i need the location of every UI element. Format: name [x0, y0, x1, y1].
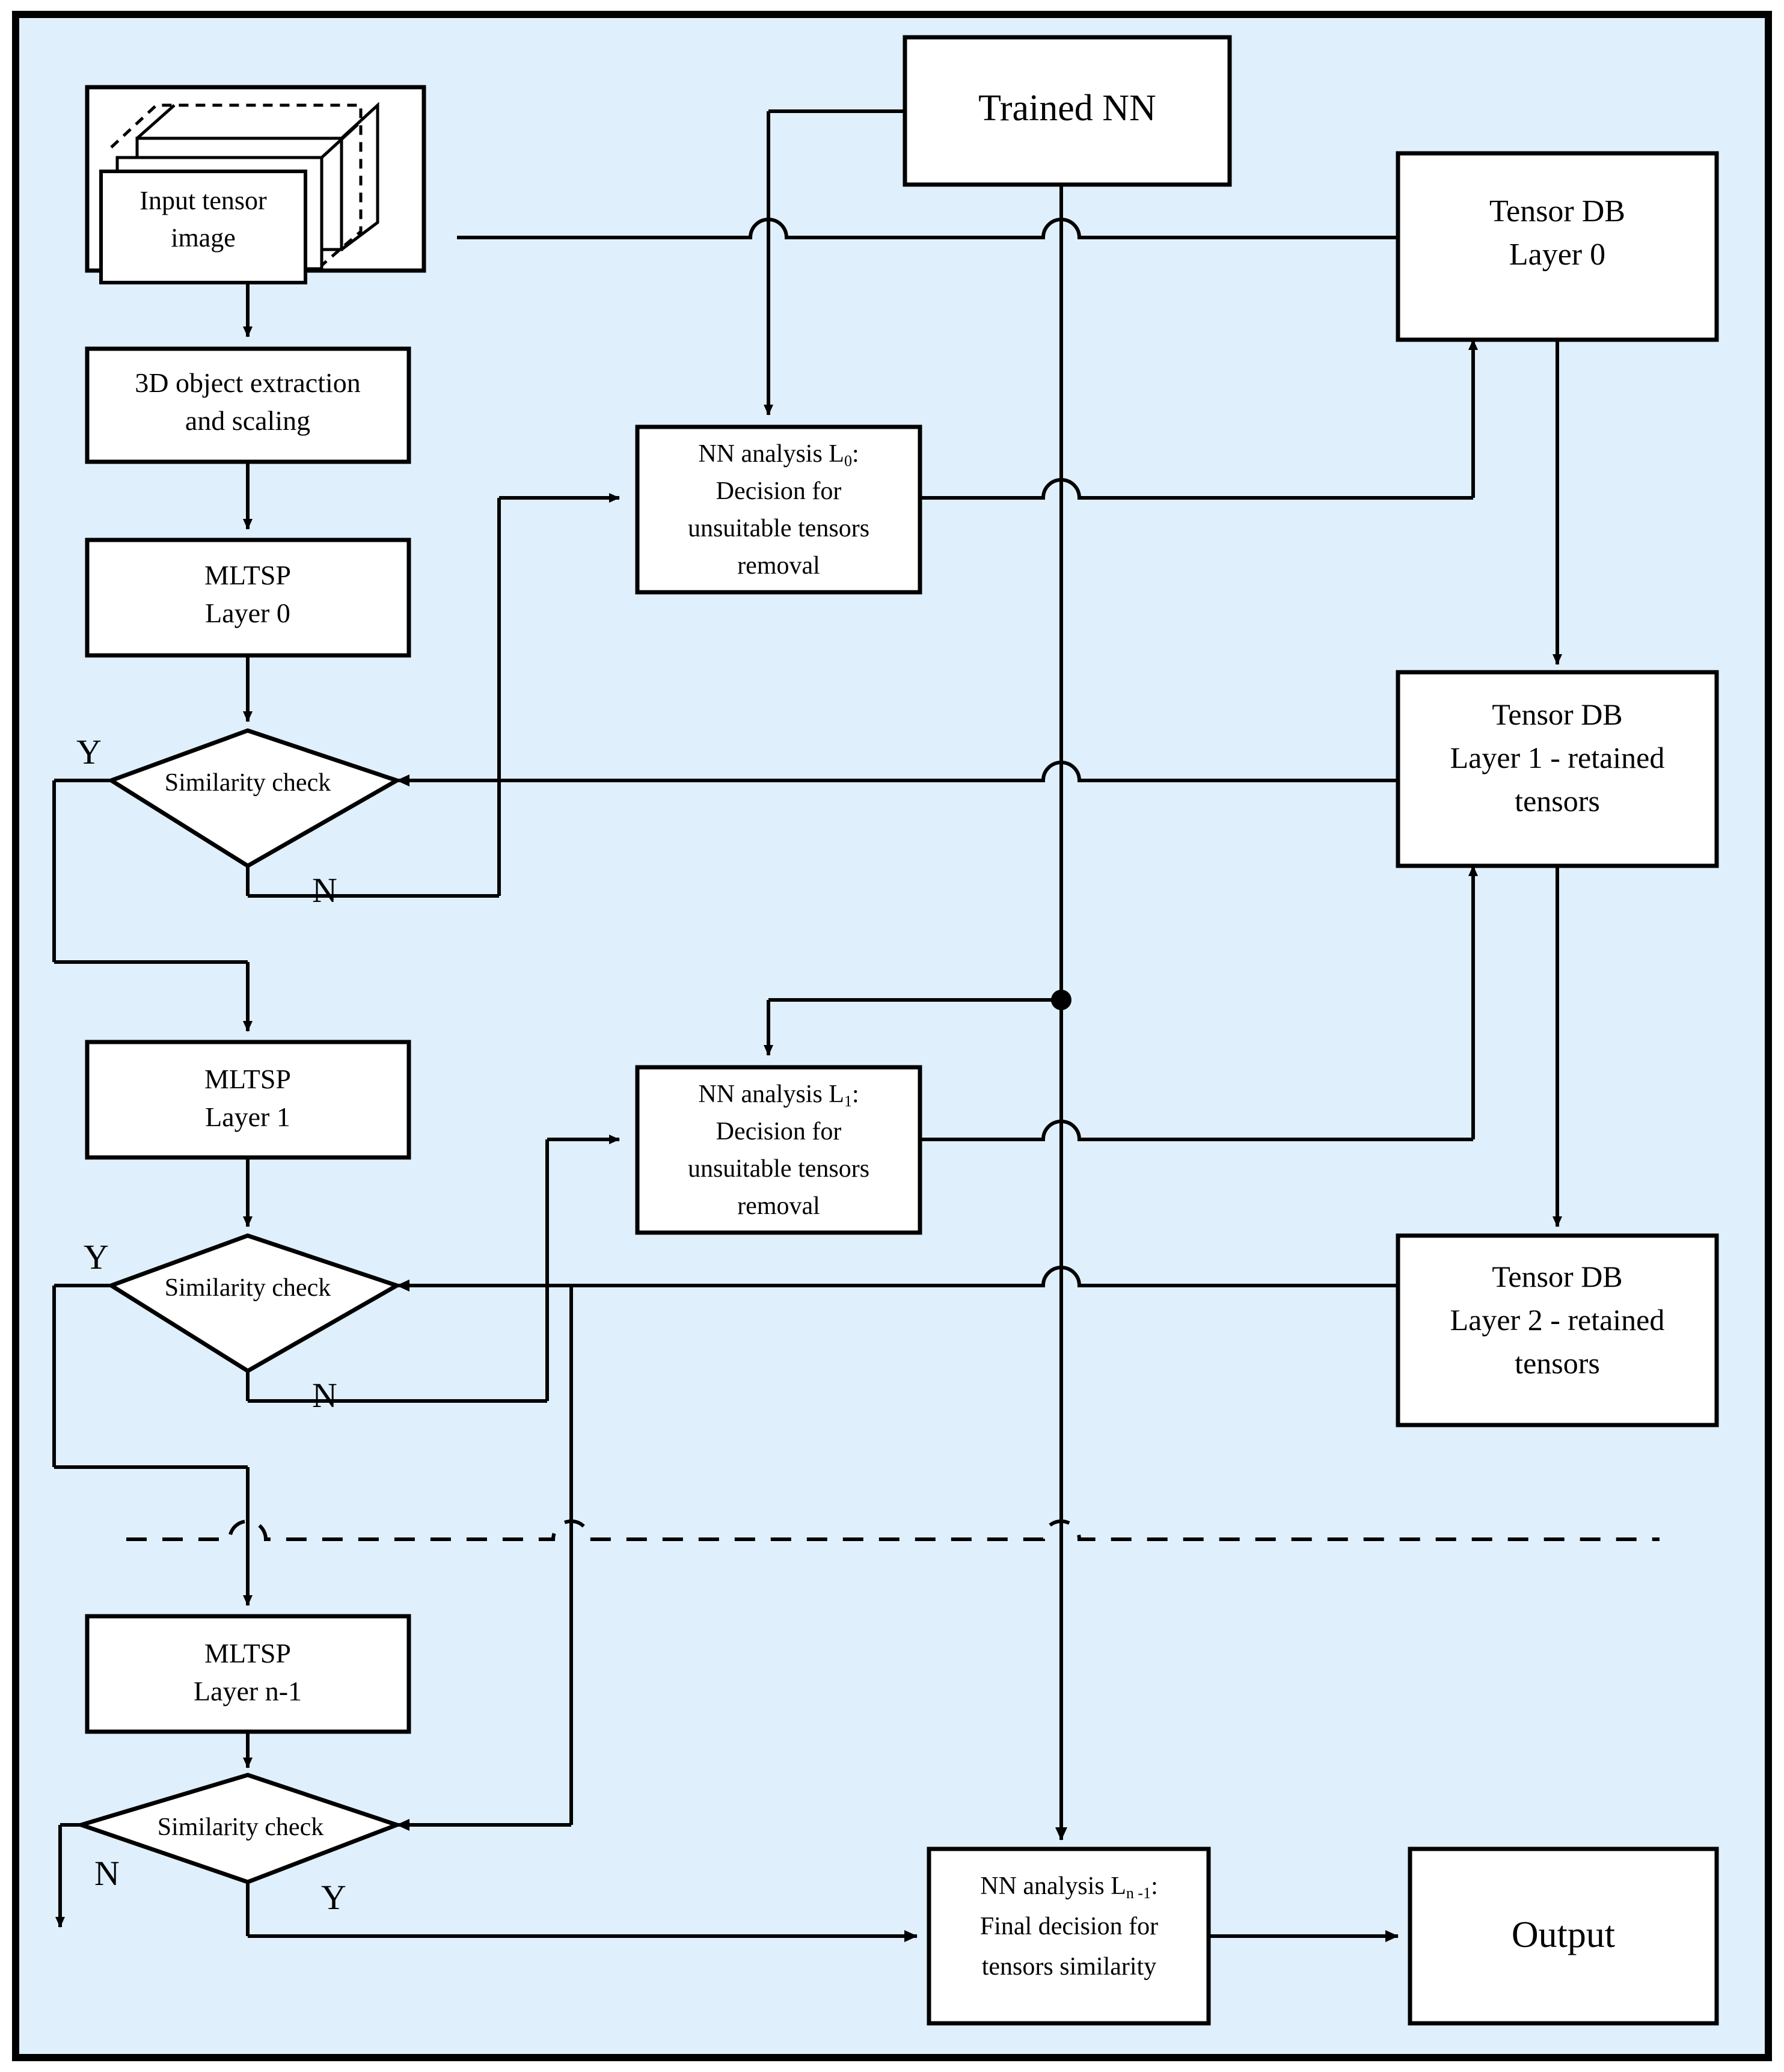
- mltsp0-line1: MLTSP: [204, 560, 291, 590]
- nnln1-line1-main: NN analysis L: [980, 1872, 1126, 1900]
- trained-nn-label: Trained NN: [978, 88, 1156, 129]
- nn1-line4: removal: [737, 1192, 820, 1220]
- mltspn1-line1: MLTSP: [204, 1638, 291, 1669]
- nn1-line2: Decision for: [716, 1118, 842, 1145]
- nnln1-line1-tail: :: [1151, 1872, 1158, 1900]
- nn0-line3: unsuitable tensors: [688, 515, 869, 542]
- object-extraction-line1: 3D object extraction: [135, 367, 361, 398]
- node-tensor-db-layer0[interactable]: Tensor DB Layer 0: [1396, 151, 1719, 342]
- node-similarity-check-n[interactable]: Similarity check: [74, 1773, 403, 1884]
- dashed-continuation-separator: [126, 1519, 1660, 1541]
- node-nn-analysis-l0[interactable]: NN analysis L0: Decision for unsuitable …: [635, 425, 922, 595]
- input-tensor-line2: image: [171, 223, 236, 253]
- object-extraction-line2: and scaling: [185, 405, 310, 436]
- edge-input-to-tensordb0: [457, 218, 1398, 239]
- node-input-tensor-image[interactable]: Input tensor image: [85, 85, 426, 284]
- node-mltsp-layer-n1[interactable]: MLTSP Layer n-1: [85, 1614, 411, 1734]
- similarity-check-0-label: Similarity check: [165, 769, 331, 797]
- tensordb0-line1: Tensor DB: [1489, 194, 1625, 228]
- output-label: Output: [1512, 1914, 1615, 1955]
- edge-label-n1: N: [312, 1376, 337, 1415]
- mltsp1-line2: Layer 1: [205, 1102, 290, 1132]
- node-similarity-check-0[interactable]: Similarity check: [106, 728, 402, 869]
- tensordb1-line3: tensors: [1515, 784, 1600, 818]
- nn1-line1-tail: :: [852, 1080, 859, 1108]
- tensordb0-line2: Layer 0: [1509, 238, 1605, 272]
- similarity-check-n-label: Similarity check: [158, 1813, 323, 1841]
- nn1-line3: unsuitable tensors: [688, 1155, 869, 1183]
- node-nn-analysis-l1[interactable]: NN analysis L1: Decision for unsuitable …: [635, 1065, 922, 1235]
- tensordb2-line3: tensors: [1515, 1346, 1600, 1380]
- input-tensor-line1: Input tensor: [139, 186, 267, 215]
- tensordb1-line1: Tensor DB: [1492, 697, 1622, 731]
- edge-nn0-out: [920, 478, 1473, 500]
- tensordb1-line2: Layer 1 - retained: [1450, 741, 1665, 774]
- nnln1-line3: tensors similarity: [982, 1953, 1156, 1981]
- edge-tensordb2-to-check1: [571, 1266, 1398, 1287]
- tensordb2-line1: Tensor DB: [1492, 1260, 1622, 1293]
- nn0-line1-main: NN analysis L: [698, 440, 844, 468]
- node-mltsp-layer1[interactable]: MLTSP Layer 1: [85, 1040, 411, 1160]
- svg-text:NN analysis Ln -1:: NN analysis Ln -1:: [980, 1872, 1158, 1902]
- tensordb2-line2: Layer 2 - retained: [1450, 1303, 1665, 1337]
- edge-label-yn: Y: [321, 1878, 346, 1917]
- node-mltsp-layer0[interactable]: MLTSP Layer 0: [85, 538, 411, 658]
- edge-label-y0: Y: [76, 732, 102, 771]
- node-tensor-db-layer1[interactable]: Tensor DB Layer 1 - retained tensors: [1396, 670, 1719, 868]
- node-trained-nn[interactable]: Trained NN: [903, 35, 1232, 187]
- mltsp1-line1: MLTSP: [204, 1064, 291, 1094]
- nnln1-line1-sub: n -1: [1126, 1884, 1151, 1902]
- mltspn1-line2: Layer n-1: [194, 1676, 302, 1706]
- nn0-line1-sub: 0: [844, 452, 852, 470]
- edge-label-y1: Y: [84, 1237, 109, 1277]
- node-output[interactable]: Output: [1408, 1847, 1719, 2026]
- edge-label-n0: N: [312, 871, 337, 910]
- svg-text:NN analysis L0:: NN analysis L0:: [698, 440, 859, 470]
- edge-nn1-out: [920, 1120, 1473, 1141]
- nn0-line4: removal: [737, 552, 820, 580]
- connector-layer: [52, 111, 1660, 1942]
- node-object-extraction[interactable]: 3D object extraction and scaling: [85, 346, 411, 464]
- nn0-line2: Decision for: [716, 477, 842, 505]
- nn0-line1-tail: :: [852, 440, 859, 468]
- node-tensor-db-layer2[interactable]: Tensor DB Layer 2 - retained tensors: [1396, 1233, 1719, 1427]
- mltsp0-line2: Layer 0: [205, 598, 290, 628]
- edge-tensordb1-to-check0: [511, 761, 1398, 782]
- similarity-check-1-label: Similarity check: [165, 1274, 331, 1302]
- edge-label-nn: N: [94, 1854, 120, 1893]
- svg-text:NN analysis L1:: NN analysis L1:: [698, 1080, 859, 1110]
- node-similarity-check-1[interactable]: Similarity check: [106, 1233, 402, 1374]
- nn1-line1-sub: 1: [844, 1093, 852, 1110]
- nn1-line1-main: NN analysis L: [698, 1080, 844, 1108]
- nnln1-line2: Final decision for: [980, 1913, 1158, 1940]
- node-nn-analysis-ln1[interactable]: NN analysis Ln -1: Final decision for te…: [927, 1847, 1211, 2026]
